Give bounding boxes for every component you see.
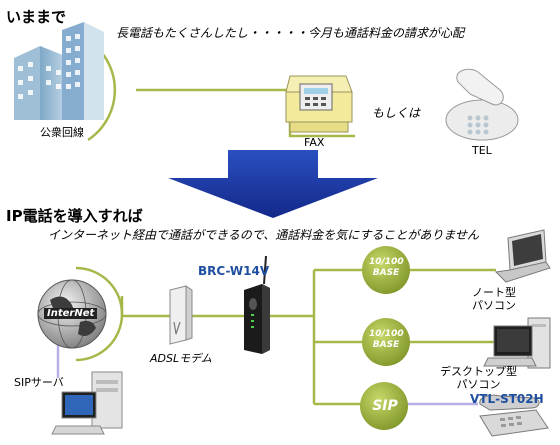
after-heading: IP電話を導入すれば (6, 207, 143, 225)
after-caption: インターネット経由で通話ができるので、通話料金を気にすることがありません (48, 228, 480, 242)
desktop-label-line-2: パソコン (456, 378, 501, 391)
telephone-icon (445, 68, 519, 141)
desktop-label: デスクトップ型 パソコン (440, 365, 517, 391)
port-badge-2-line-1: 10/100 (369, 329, 404, 339)
fax-icon (285, 75, 353, 133)
port-badge-2-icon (362, 318, 410, 366)
port-badge-2-line-2: BASE (372, 340, 400, 350)
laptop-label-line-1: ノート型 (472, 286, 516, 299)
adsl-modem-icon (169, 285, 193, 345)
port-badge-1-label: 10/100 BASE (369, 257, 404, 279)
before-caption: 長電話もたくさんしたし・・・・・今月も通話料金の請求が心配 (116, 26, 465, 40)
tel-label: TEL (472, 144, 492, 157)
internet-arc (75, 266, 124, 362)
sip-server-icon (51, 371, 123, 435)
router-icon (244, 255, 270, 354)
transition-arrow (168, 150, 378, 218)
laptop-label-line-2: パソコン (472, 299, 516, 312)
phone-model-label: VTL-ST02H (470, 392, 544, 406)
public-line-label: 公衆回線 (40, 126, 84, 139)
adsl-modem-label: ADSLモデム (150, 352, 212, 365)
router-model-label: BRC-W14V (198, 264, 270, 278)
port-badge-1-line-1: 10/100 (369, 257, 404, 267)
before-heading: いままで (6, 8, 67, 26)
or-label: もしくは (372, 106, 421, 120)
sip-badge-label: SIP (372, 398, 398, 414)
internet-label: InterNet (44, 308, 98, 319)
sip-server-label: SIPサーバ (14, 376, 64, 389)
building-icon (14, 22, 104, 120)
desktop-label-line-1: デスクトップ型 (440, 365, 517, 378)
port-badge-1-line-2: BASE (372, 268, 400, 278)
sip-badge-icon (360, 382, 408, 430)
laptop-label: ノート型 パソコン (472, 286, 516, 312)
port-badge-2-label: 10/100 BASE (369, 329, 404, 351)
desktop-icon (483, 317, 551, 369)
port-badge-1-icon (362, 246, 410, 294)
fax-label: FAX (304, 136, 325, 149)
laptop-icon (494, 229, 551, 283)
ip-phone-icon (479, 394, 549, 437)
